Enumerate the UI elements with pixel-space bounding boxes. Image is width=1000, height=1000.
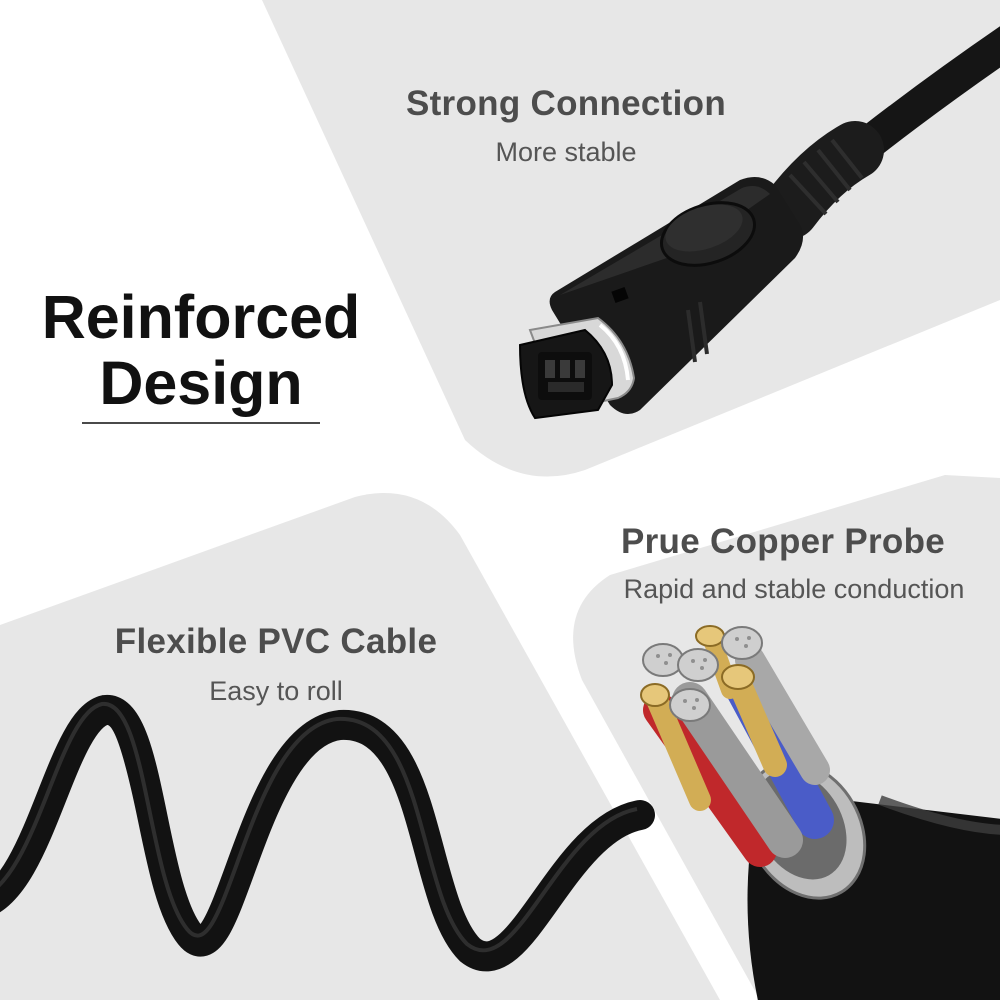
panel-top bbox=[262, 0, 1000, 477]
headline-underline bbox=[82, 422, 320, 424]
feature-strong-subtitle: More stable bbox=[495, 137, 637, 167]
strain-relief bbox=[761, 121, 884, 239]
headline: Reinforced Design bbox=[36, 284, 366, 416]
headline-line-1: Reinforced bbox=[41, 283, 361, 351]
feature-copper-subtitle: Rapid and stable conduction bbox=[623, 574, 965, 604]
feature-strong-title: Strong Connection bbox=[405, 84, 727, 123]
headline-line-2: Design bbox=[99, 349, 303, 417]
feature-flexible-title: Flexible PVC Cable bbox=[114, 622, 438, 661]
feature-copper-title: Prue Copper Probe bbox=[620, 522, 946, 561]
feature-flexible-subtitle: Easy to roll bbox=[209, 676, 343, 706]
